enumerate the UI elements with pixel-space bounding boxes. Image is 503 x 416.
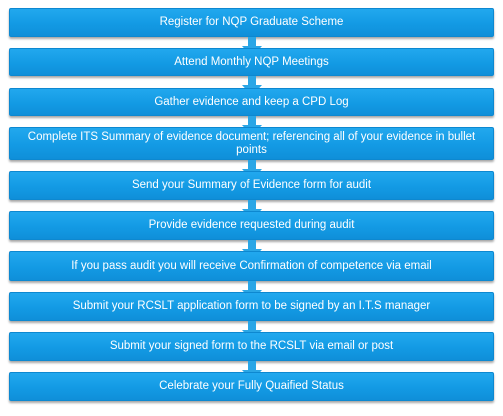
step-label: Attend Monthly NQP Meetings	[174, 55, 329, 68]
step-label: If you pass audit you will receive Confi…	[71, 259, 432, 272]
step-label: Celebrate your Fully Quaified Status	[159, 380, 344, 392]
step-celebrate: Celebrate your Fully Quaified Status	[9, 372, 494, 401]
down-arrow-icon	[242, 37, 262, 57]
step-attend-meetings: Attend Monthly NQP Meetings	[9, 48, 494, 76]
step-label: Send your Summary of Evidence form for a…	[131, 179, 372, 191]
step-submit-signed-form: Submit your signed form to the RCSLT via…	[9, 332, 494, 361]
step-label: Gather evidence and keep a CPD Log	[154, 95, 349, 108]
down-arrow-icon	[242, 160, 262, 180]
step-label: Complete ITS Summary of evidence documen…	[27, 130, 476, 156]
down-arrow-icon	[242, 361, 262, 381]
step-pass-audit: If you pass audit you will receive Confi…	[9, 251, 494, 281]
down-arrow-icon	[242, 240, 262, 260]
step-label: Submit your signed form to the RCSLT via…	[109, 340, 394, 352]
step-gather-evidence: Gather evidence and keep a CPD Log	[9, 88, 494, 116]
step-register: Register for NQP Graduate Scheme	[9, 8, 494, 37]
step-label: Provide evidence requested during audit	[148, 219, 355, 231]
down-arrow-icon	[242, 200, 262, 220]
step-send-summary: Send your Summary of Evidence form for a…	[9, 171, 494, 200]
down-arrow-icon	[242, 116, 262, 136]
step-label: Register for NQP Graduate Scheme	[159, 16, 344, 28]
down-arrow-icon	[242, 76, 262, 96]
down-arrow-icon	[242, 281, 262, 301]
step-submit-application: Submit your RCSLT application form to be…	[9, 292, 494, 321]
down-arrow-icon	[242, 321, 262, 341]
step-label: Submit your RCSLT application form to be…	[72, 300, 431, 312]
step-complete-summary: Complete ITS Summary of evidence documen…	[9, 127, 494, 160]
step-provide-evidence: Provide evidence requested during audit	[9, 211, 494, 240]
